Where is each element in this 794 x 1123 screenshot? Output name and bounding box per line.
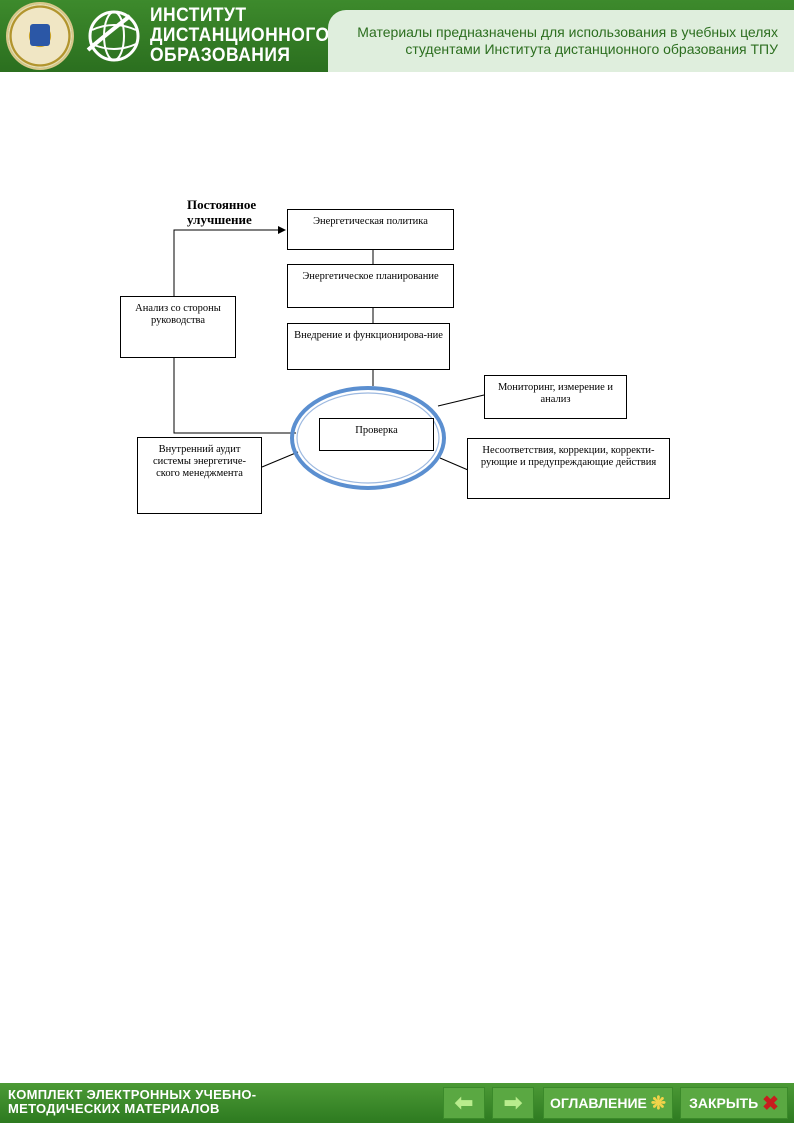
next-page-button[interactable]: ➡ [492, 1087, 534, 1119]
arrow-left-icon: ⬅ [454, 1090, 474, 1115]
continuous-improvement-heading: Постоянное улучшение [187, 197, 257, 227]
institute-logo-text: ИНСТИТУТ ДИСТАНЦИОННОГО ОБРАЗОВАНИЯ [150, 5, 330, 66]
university-emblem-icon [8, 4, 72, 68]
verification-box: Проверка [319, 418, 434, 451]
arrow-right-icon: ➡ [503, 1090, 523, 1115]
verification-to-nonconformity-line [439, 457, 469, 471]
internal-audit-box: Внутренний аудит системы энергетиче-ског… [137, 437, 262, 514]
verification-to-monitoring-line [437, 394, 485, 407]
improvement-arrow [173, 226, 286, 299]
verification-to-audit-line [261, 451, 299, 468]
verification-ellipse [290, 386, 446, 490]
management-review-box: Анализ со стороны руководства [120, 296, 236, 358]
close-icon: ✖ [762, 1092, 779, 1115]
header-bar: ИНСТИТУТ ДИСТАНЦИОННОГО ОБРАЗОВАНИЯ Мате… [0, 0, 794, 72]
usage-notice-panel: Материалы предназначены для использовани… [328, 10, 794, 72]
contents-button-label: ОГЛАВЛЕНИЕ [550, 1095, 647, 1111]
previous-page-button[interactable]: ⬅ [443, 1087, 485, 1119]
close-button-label: ЗАКРЫТЬ [689, 1095, 759, 1111]
emblem-shield-icon [30, 24, 50, 46]
monitoring-box: Мониторинг, измерение и анализ [484, 375, 627, 419]
footer-title: КОМПЛЕКТ ЭЛЕКТРОННЫХ УЧЕБНО-МЕТОДИЧЕСКИХ… [8, 1087, 257, 1116]
review-to-verification-line [173, 358, 296, 434]
energy-policy-box: Энергетическая политика [287, 209, 454, 250]
energy-planning-box: Энергетическое планирование [287, 264, 454, 308]
usage-notice-text: Материалы предназначены для использовани… [357, 24, 778, 57]
contents-button[interactable]: ОГЛАВЛЕНИЕ ❋ [543, 1087, 673, 1119]
flower-icon: ❋ [650, 1092, 666, 1113]
globe-logo-icon [86, 10, 140, 62]
footer-bar: КОМПЛЕКТ ЭЛЕКТРОННЫХ УЧЕБНО-МЕТОДИЧЕСКИХ… [0, 1083, 794, 1123]
close-button[interactable]: ЗАКРЫТЬ ✖ [680, 1087, 788, 1119]
implementation-box: Внедрение и функционирова-ние [287, 323, 450, 370]
nonconformity-box: Несоответствия, коррекции, корректи-рующ… [467, 438, 670, 499]
